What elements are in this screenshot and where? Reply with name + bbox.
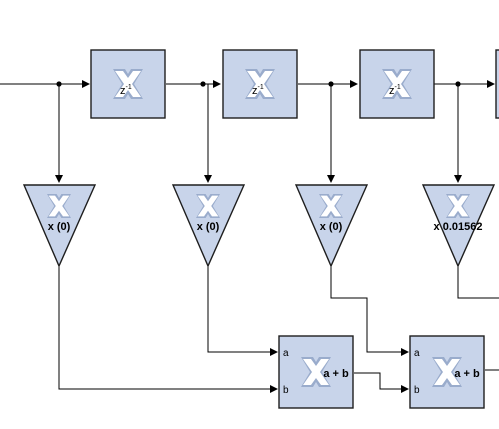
delay-label: z: [389, 85, 395, 97]
delay-block[interactable]: z-1: [222, 49, 298, 119]
adder-port-b: b: [283, 385, 289, 396]
adder-label: a + b: [454, 368, 480, 380]
gain-block[interactable]: x (0): [22, 184, 97, 268]
gain-block[interactable]: x (0): [294, 184, 369, 268]
wire-adder1-adder2-b: [354, 372, 409, 393]
svg-text:z-1: z-1: [252, 84, 264, 97]
delay-block[interactable]: z-1: [495, 49, 499, 119]
adder-block[interactable]: a b a + b: [409, 335, 485, 409]
wire-gain2-adder1-a: [207, 266, 278, 356]
svg-text:z-1: z-1: [120, 84, 132, 97]
adder-port-a: a: [283, 348, 289, 359]
gain-label: x (0): [197, 221, 220, 233]
adder-port-b: b: [414, 385, 420, 396]
svg-text:z-1: z-1: [389, 84, 401, 97]
delay-block[interactable]: z-1: [90, 49, 166, 119]
adder-block[interactable]: a b a + b: [278, 335, 354, 409]
adder-label: a + b: [323, 368, 349, 380]
delay-block[interactable]: z-1: [359, 49, 435, 119]
wire-gain3-adder2-a: [330, 266, 409, 356]
wire-gain4-out: [457, 266, 499, 299]
adder-port-a: a: [414, 348, 420, 359]
gain-label: x (0): [48, 221, 71, 233]
wire-gain1-adder1-b: [58, 266, 278, 393]
delay-sup: -1: [395, 84, 401, 91]
gain-label: x (0): [320, 221, 343, 233]
gain-label: x 0.01562: [434, 221, 483, 233]
delay-label: z: [120, 85, 126, 97]
delay-sup: -1: [258, 84, 264, 91]
gain-block[interactable]: x 0.01562: [421, 184, 496, 268]
delay-label: z: [252, 85, 258, 97]
gain-block[interactable]: x (0): [171, 184, 246, 268]
wires: [0, 80, 499, 393]
delay-sup: -1: [126, 84, 132, 91]
